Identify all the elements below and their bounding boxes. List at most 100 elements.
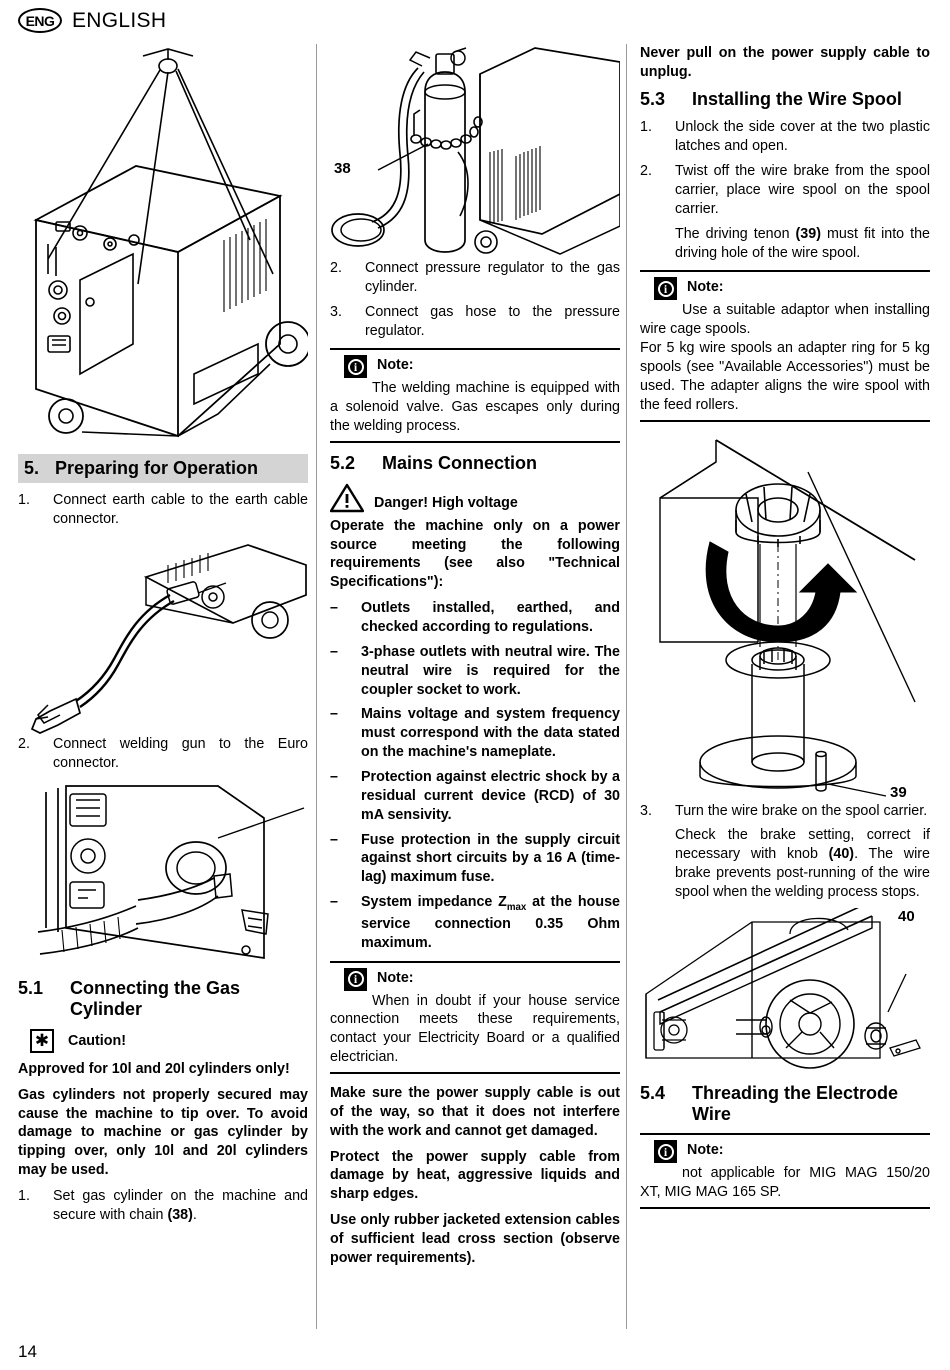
step-text-a: Set gas cylinder on the machine and secu… bbox=[53, 1187, 308, 1223]
note-rule-bottom bbox=[640, 1206, 930, 1209]
impedance-label: System impedance Z bbox=[361, 894, 507, 911]
paragraph-never-pull: Never pull on the power supply cable to … bbox=[640, 45, 930, 80]
step-text-main: Twist off the wire brake from the spool … bbox=[675, 163, 930, 217]
section-heading-5-1: 5.1 Connecting the Gas Cylinder bbox=[18, 978, 308, 1019]
step-text: Connect earth cable to the earth cable c… bbox=[53, 492, 308, 527]
paragraph-cable-placement: Make sure the power supply cable is out … bbox=[330, 1085, 620, 1139]
requirement-text: System impedance Zmax at the house servi… bbox=[361, 893, 620, 952]
note-label: Note: bbox=[377, 969, 414, 986]
step-marker: 2. bbox=[330, 260, 342, 276]
figure-euro-connector bbox=[18, 778, 308, 978]
section-title: Threading the Electrode Wire bbox=[692, 1082, 899, 1124]
step-marker: 1. bbox=[18, 1187, 30, 1204]
section-title: Installing the Wire Spool bbox=[692, 88, 902, 109]
caution-text-1: Approved for 10l and 20l cylinders only! bbox=[18, 1060, 290, 1077]
step-item: 1. Connect earth cable to the earth cabl… bbox=[18, 491, 308, 529]
requirement-text: Fuse protection in the supply circuit ag… bbox=[361, 831, 620, 886]
info-icon: i bbox=[654, 1140, 677, 1164]
note-rule-top bbox=[330, 960, 620, 963]
step-marker: 1. bbox=[18, 492, 30, 508]
dash-marker: – bbox=[330, 894, 338, 911]
caution-text-2: Gas cylinders not properly secured may c… bbox=[18, 1086, 308, 1179]
note-text: When in doubt if your house service conn… bbox=[330, 992, 620, 1066]
note-text: not applicable for MIG MAG 150/20 XT, MI… bbox=[640, 1165, 930, 1201]
figure-machine-strap bbox=[18, 44, 308, 454]
dash-marker: – bbox=[330, 706, 338, 723]
step-item: 1. Set gas cylinder on the machine and s… bbox=[18, 1187, 308, 1225]
section-number: 5.3 bbox=[640, 88, 666, 109]
requirement-text: Mains voltage and system frequency must … bbox=[361, 706, 620, 761]
section-heading-5-2: 5.2 Mains Connection bbox=[330, 453, 620, 474]
language-title: ENGLISH bbox=[72, 8, 167, 32]
step-marker: 3. bbox=[330, 303, 342, 320]
step-text: Turn the wire brake on the spool carrier… bbox=[675, 802, 930, 902]
info-icon: i bbox=[654, 277, 677, 301]
step-reference: (40) bbox=[828, 846, 855, 863]
impedance-rest: at the house service connection 0.35 Ohm… bbox=[361, 894, 620, 951]
info-icon: i bbox=[344, 355, 367, 379]
step-text: Twist off the wire brake from the spool … bbox=[675, 162, 930, 262]
dash-marker: – bbox=[330, 600, 338, 617]
caution-starburst-icon: ✱ bbox=[30, 1028, 54, 1053]
note-rule-top bbox=[640, 270, 930, 273]
note-header: i Note: bbox=[640, 277, 930, 301]
warning-triangle-icon bbox=[330, 483, 364, 512]
note-rule-top bbox=[640, 1133, 930, 1136]
dash-marker: – bbox=[330, 643, 338, 660]
requirement-text: 3-phase outlets with neutral wire. The n… bbox=[361, 643, 620, 698]
step-text-main: Turn the wire brake on the spool carrier… bbox=[675, 802, 928, 819]
section-number: 5.4 bbox=[640, 1082, 666, 1103]
step-item: 1. Unlock the side cover at the two plas… bbox=[640, 118, 930, 156]
column-left: 5. Preparing for Operation 1. Connect ea… bbox=[18, 44, 308, 1231]
note-block: i Note: The welding machine is equipped … bbox=[330, 355, 620, 436]
step-text-c: . bbox=[192, 1206, 197, 1223]
note-label: Note: bbox=[687, 279, 724, 296]
step-reference: (38) bbox=[167, 1206, 193, 1223]
section-heading-5-3: 5.3 Installing the Wire Spool bbox=[640, 89, 930, 110]
step-marker: 2. bbox=[18, 735, 30, 752]
column-divider-1 bbox=[316, 44, 317, 1329]
note-block: i Note: Use a suitable adaptor when inst… bbox=[640, 277, 930, 414]
welding-machine-with-strap-illustration bbox=[33, 48, 308, 438]
paragraph-cable-protection: Protect the power supply cable from dama… bbox=[330, 1148, 620, 1203]
step-marker: 3. bbox=[640, 802, 652, 819]
note-text: The welding machine is equipped with a s… bbox=[330, 380, 620, 435]
note-label: Note: bbox=[687, 1142, 724, 1159]
requirement-item-impedance: – System impedance Zmax at the house ser… bbox=[330, 893, 620, 952]
requirement-text: Protection against electric shock by a r… bbox=[361, 769, 620, 823]
page-header: ENG ENGLISH bbox=[18, 8, 166, 33]
step-item: 2. Connect welding gun to the Euro conne… bbox=[18, 735, 308, 773]
note-rule-bottom bbox=[640, 419, 930, 422]
page-number: 14 bbox=[18, 1342, 37, 1361]
figure-callout-39: 39 bbox=[890, 783, 907, 801]
note-rule-bottom bbox=[330, 1072, 620, 1075]
dash-marker: – bbox=[330, 769, 338, 786]
caution-header: ✱ Caution! bbox=[18, 1028, 308, 1053]
figure-callout-40: 40 bbox=[898, 907, 915, 925]
column-middle: 38 2. Connect pressure regulator to the … bbox=[330, 44, 620, 1275]
note-rule-bottom bbox=[330, 441, 620, 444]
paragraph-extension-cables: Use only rubber jacketed extension cable… bbox=[330, 1212, 620, 1266]
requirement-item: – Protection against electric shock by a… bbox=[330, 768, 620, 825]
earth-cable-clamp-illustration bbox=[30, 543, 307, 734]
requirement-item: – 3-phase outlets with neutral wire. The… bbox=[330, 643, 620, 700]
step-item: 2. Connect pressure regulator to the gas… bbox=[330, 259, 620, 297]
section-title: Connecting the Gas Cylinder bbox=[70, 978, 241, 1020]
note-rule-top bbox=[330, 348, 620, 351]
danger-intro-text: Operate the machine only on a power sour… bbox=[330, 517, 620, 591]
caution-label: Caution! bbox=[68, 1032, 126, 1049]
language-badge: ENG bbox=[18, 8, 62, 33]
cont-a: The driving tenon bbox=[675, 225, 796, 242]
requirement-item: – Fuse protection in the supply circuit … bbox=[330, 831, 620, 888]
step-marker: 2. bbox=[640, 163, 652, 180]
step-continuation: Check the brake setting, correct if nece… bbox=[675, 826, 930, 901]
requirement-item: – Outlets installed, earthed, and checke… bbox=[330, 599, 620, 637]
note-block: i Note: not applicable for MIG MAG 150/2… bbox=[640, 1140, 930, 1202]
step-text: Connect gas hose to the pressure regulat… bbox=[365, 303, 620, 339]
section-number: 5.1 bbox=[18, 978, 44, 999]
euro-connector-illustration bbox=[37, 785, 305, 960]
cont-c: must fit into the driving hole of the wi… bbox=[675, 225, 930, 261]
figure-gas-cylinder: 38 bbox=[330, 44, 620, 259]
note-header: i Note: bbox=[330, 967, 620, 991]
